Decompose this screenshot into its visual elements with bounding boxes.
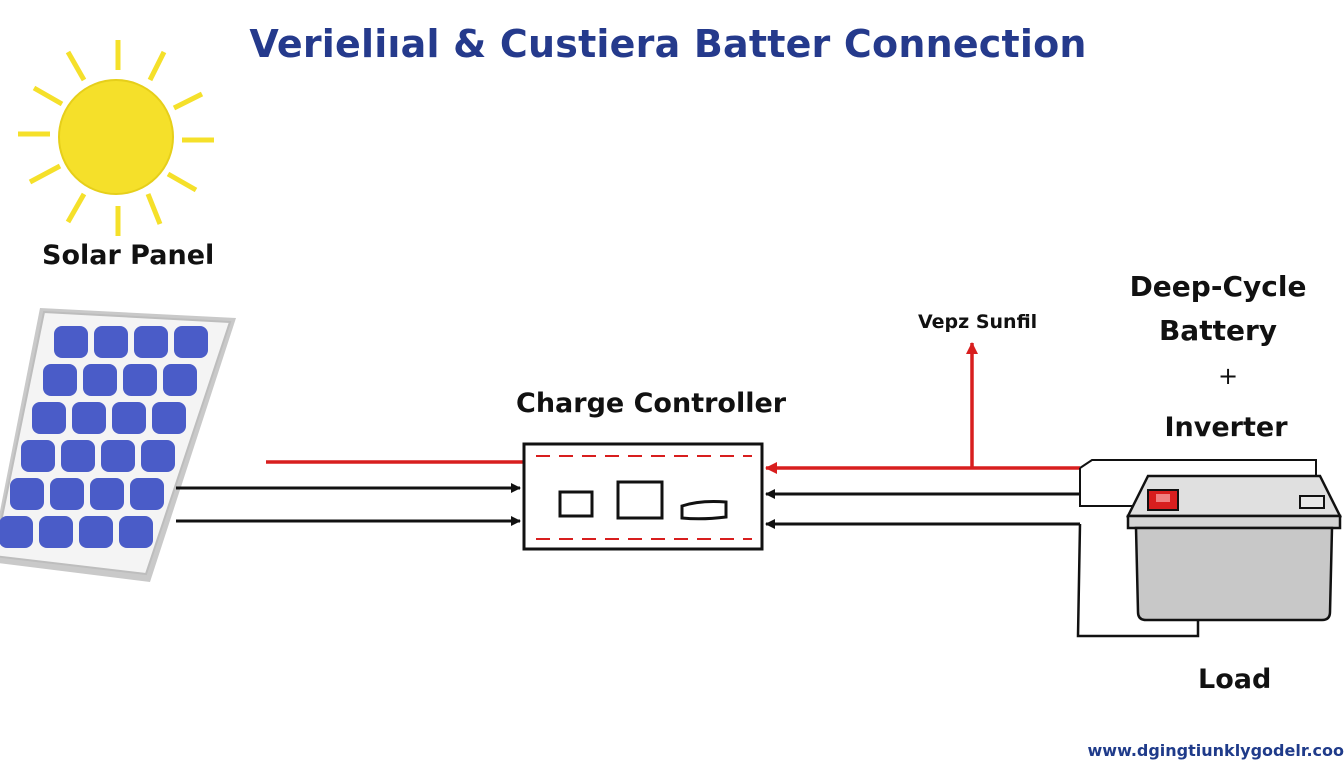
solar-cell (134, 326, 168, 358)
inverter-label: Inverter (1164, 412, 1288, 443)
website-footer: www.dgingtiunklygodelr.coo (1087, 741, 1344, 760)
battery-label-line1: Deep-Cycle (1129, 270, 1307, 303)
solar-panel-label: Solar Panel (42, 240, 215, 271)
load-label: Load (1198, 664, 1272, 695)
solar-cell (0, 516, 33, 548)
solar-cell (72, 402, 106, 434)
solar-cell (141, 440, 175, 472)
solar-cell (61, 440, 95, 472)
load-wire (1076, 523, 1200, 638)
solar-cell (39, 516, 73, 548)
solar-cell (174, 326, 208, 358)
solar-cell (10, 478, 44, 510)
sunfil-label: Vepz Sunfil (918, 311, 1038, 333)
charge-controller-icon (522, 442, 764, 551)
charge-controller-label: Charge Controller (516, 388, 787, 419)
battery-icon (1125, 474, 1343, 622)
solar-cell (94, 326, 128, 358)
battery-label-line2: Battery (1158, 314, 1278, 347)
solar-cell (50, 478, 84, 510)
solar-cell (130, 478, 164, 510)
solar-cell (119, 516, 153, 548)
solar-cell (123, 364, 157, 396)
solar-cell (83, 364, 117, 396)
diagram-title: Verieliıal & Custiera Batter Connection (249, 22, 1087, 66)
negative-terminal-icon (1299, 495, 1325, 509)
solar-cell (112, 402, 146, 434)
solar-cell (152, 402, 186, 434)
battery-label: Deep-Cycle Battery (1118, 265, 1318, 353)
solar-cell (163, 364, 197, 396)
solar-cell (101, 440, 135, 472)
plus-label: + (1217, 362, 1239, 390)
solar-cell (32, 402, 66, 434)
solar-cell (79, 516, 113, 548)
solar-cell (54, 326, 88, 358)
solar-cell (21, 440, 55, 472)
wiring (176, 342, 1317, 638)
solar-panel-icon (0, 308, 236, 582)
sun-icon (18, 40, 214, 236)
solar-cell (90, 478, 124, 510)
solar-cell (43, 364, 77, 396)
